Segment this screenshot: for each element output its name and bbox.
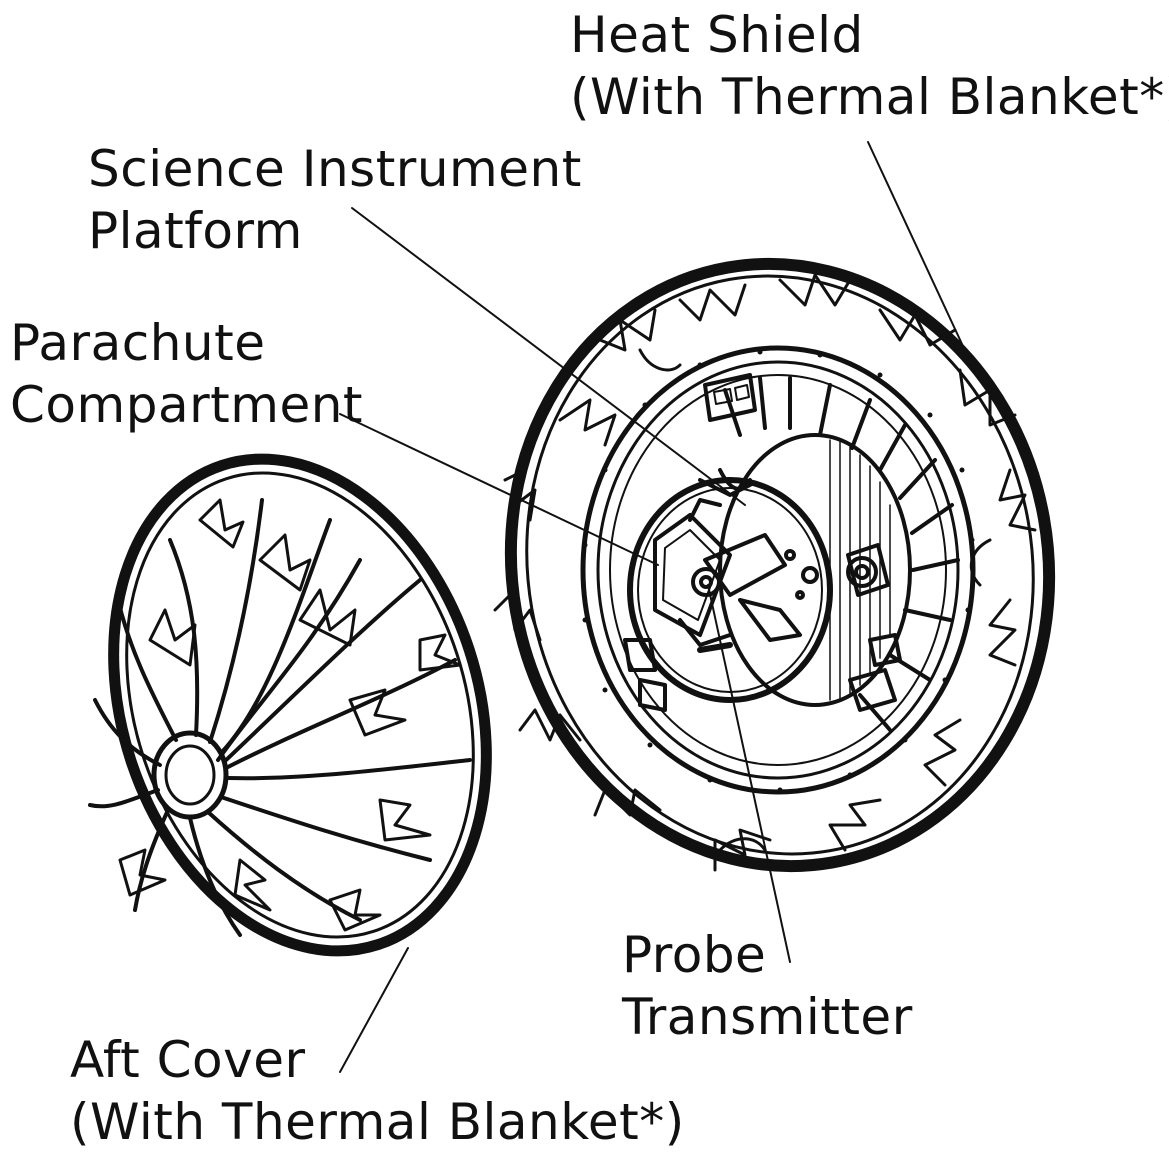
heat-shield-label-line1: Heat Shield bbox=[570, 4, 1169, 66]
parachute-label-line2: Compartment bbox=[10, 374, 363, 436]
probe-transmitter-label-line1: Probe bbox=[622, 924, 913, 986]
leader-parachute bbox=[340, 414, 658, 565]
aft-cover-illustration bbox=[53, 410, 547, 999]
aft-cover-label-line1: Aft Cover bbox=[70, 1029, 685, 1091]
aft-cover-label: Aft Cover (With Thermal Blanket*) bbox=[70, 1029, 685, 1153]
science-platform-label-line2: Platform bbox=[88, 200, 582, 262]
leader-heat-shield bbox=[868, 142, 975, 372]
science-platform-label-line1: Science Instrument bbox=[88, 138, 582, 200]
science-platform-label: Science Instrument Platform bbox=[88, 138, 582, 262]
heat-shield-label-line2: (With Thermal Blanket*) bbox=[570, 66, 1169, 128]
heat-shield-label: Heat Shield (With Thermal Blanket*) bbox=[570, 4, 1169, 128]
heat-shield-illustration bbox=[464, 221, 1097, 909]
leader-probe-transmitter bbox=[708, 585, 790, 962]
parachute-label-line1: Parachute bbox=[10, 312, 363, 374]
aft-cover-label-line2: (With Thermal Blanket*) bbox=[70, 1091, 685, 1153]
parachute-label: Parachute Compartment bbox=[10, 312, 363, 436]
